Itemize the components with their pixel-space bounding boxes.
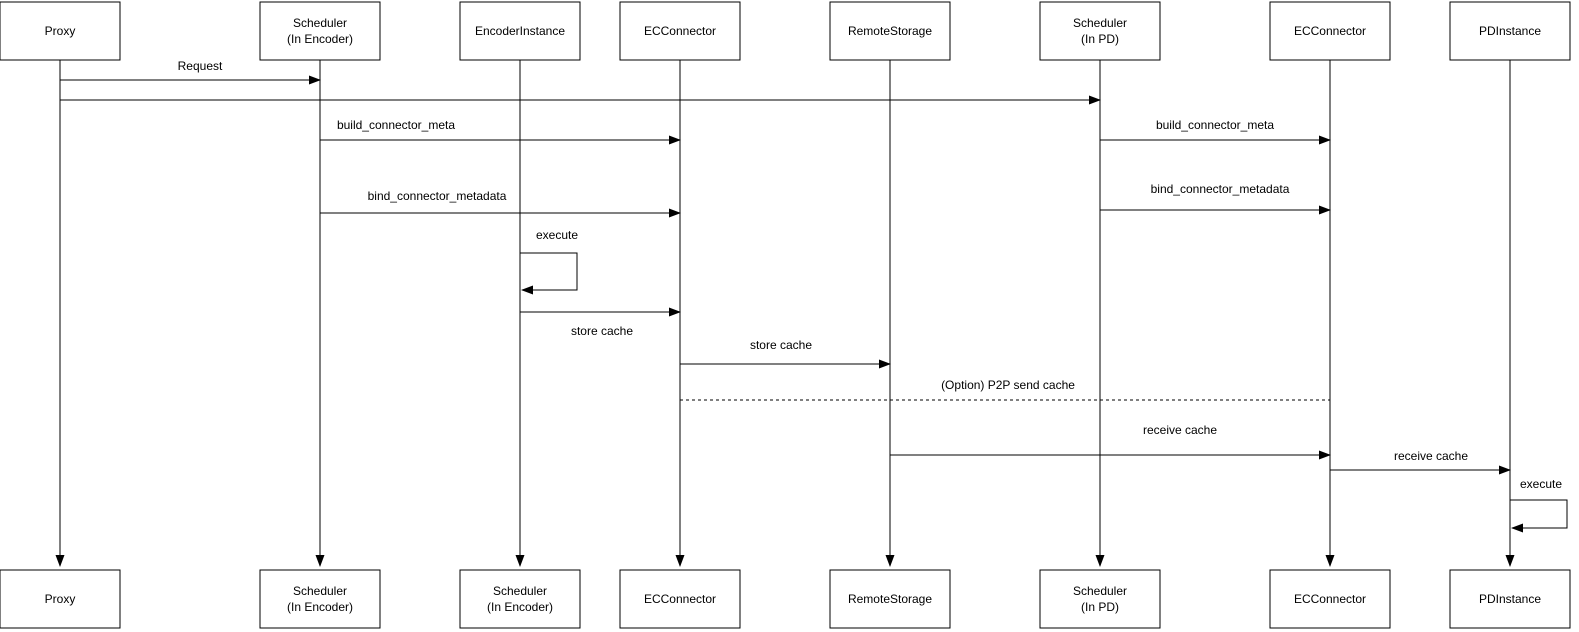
actor-box-bottom-ec-connector-encoder <box>619 569 741 629</box>
actor-label-bottom-remote-storage: RemoteStorage <box>848 592 932 606</box>
actor-box-bottom-scheduler-encoder <box>259 569 381 629</box>
message-label-receive-cache-storage: receive cache <box>1143 423 1217 437</box>
message-label-receive-cache-pd: receive cache <box>1394 449 1468 463</box>
actor-label-top-remote-storage: RemoteStorage <box>848 24 932 38</box>
actor-box-bottom-encoder-instance <box>459 569 581 629</box>
actor-label-top-ec-connector-encoder: ECConnector <box>644 24 716 38</box>
actor-label-bottom-encoder-instance: Scheduler(In Encoder) <box>487 584 553 614</box>
actor-label-top-scheduler-pd: Scheduler(In PD) <box>1073 16 1127 46</box>
message-label-build-connector-meta-right: build_connector_meta <box>1156 118 1274 132</box>
actor-label-bottom-ec-connector-pd: ECConnector <box>1294 592 1366 606</box>
actor-label-top-encoder-instance: EncoderInstance <box>475 24 565 38</box>
message-label-build-connector-meta-left: build_connector_meta <box>337 118 455 132</box>
lifelines-layer <box>55 60 1515 567</box>
actor-box-bottom-pd-instance <box>1449 569 1571 629</box>
actor-box-top-remote-storage <box>829 1 951 61</box>
message-label-p2p-send-cache: (Option) P2P send cache <box>941 378 1075 392</box>
actor-label-bottom-pd-instance: PDInstance <box>1479 592 1541 606</box>
message-label-store-cache-remote: store cache <box>750 338 812 352</box>
actor-box-top-proxy <box>0 1 121 61</box>
actor-label-bottom-scheduler-encoder: Scheduler(In Encoder) <box>287 584 353 614</box>
actor-box-top-pd-instance <box>1449 1 1571 61</box>
actor-box-top-ec-connector-pd <box>1269 1 1391 61</box>
actor-label-bottom-proxy: Proxy <box>45 592 76 606</box>
actor-box-top-ec-connector-encoder <box>619 1 741 61</box>
actor-box-bottom-ec-connector-pd <box>1269 569 1391 629</box>
actor-label-top-ec-connector-pd: ECConnector <box>1294 24 1366 38</box>
self-message-loop-execute-encoder <box>520 252 578 295</box>
actor-label-top-scheduler-encoder: Scheduler(In Encoder) <box>287 16 353 46</box>
message-label-request: Request <box>178 59 223 73</box>
actor-box-top-scheduler-pd <box>1039 1 1161 61</box>
message-label-bind-connector-metadata-left: bind_connector_metadata <box>368 189 507 203</box>
actor-box-bottom-scheduler-pd <box>1039 569 1161 629</box>
actor-box-top-scheduler-encoder <box>259 1 381 61</box>
actor-label-top-pd-instance: PDInstance <box>1479 24 1541 38</box>
messages-layer: Request build_connector_meta build_connect… <box>60 59 1568 533</box>
actor-box-bottom-proxy <box>0 569 121 629</box>
self-message-loop-execute-pd <box>1510 499 1568 533</box>
message-label-bind-connector-metadata-right: bind_connector_metadata <box>1151 182 1290 196</box>
actor-label-bottom-ec-connector-encoder: ECConnector <box>644 592 716 606</box>
self-message-label-execute-pd: execute <box>1520 477 1562 491</box>
self-message-label-execute-encoder: execute <box>536 228 578 242</box>
actor-label-bottom-scheduler-pd: Scheduler(In PD) <box>1073 584 1127 614</box>
actor-box-top-encoder-instance <box>459 1 581 61</box>
actor-label-top-proxy: Proxy <box>45 24 76 38</box>
message-label-store-cache-encoder: store cache <box>571 324 633 338</box>
actor-box-bottom-remote-storage <box>829 569 951 629</box>
